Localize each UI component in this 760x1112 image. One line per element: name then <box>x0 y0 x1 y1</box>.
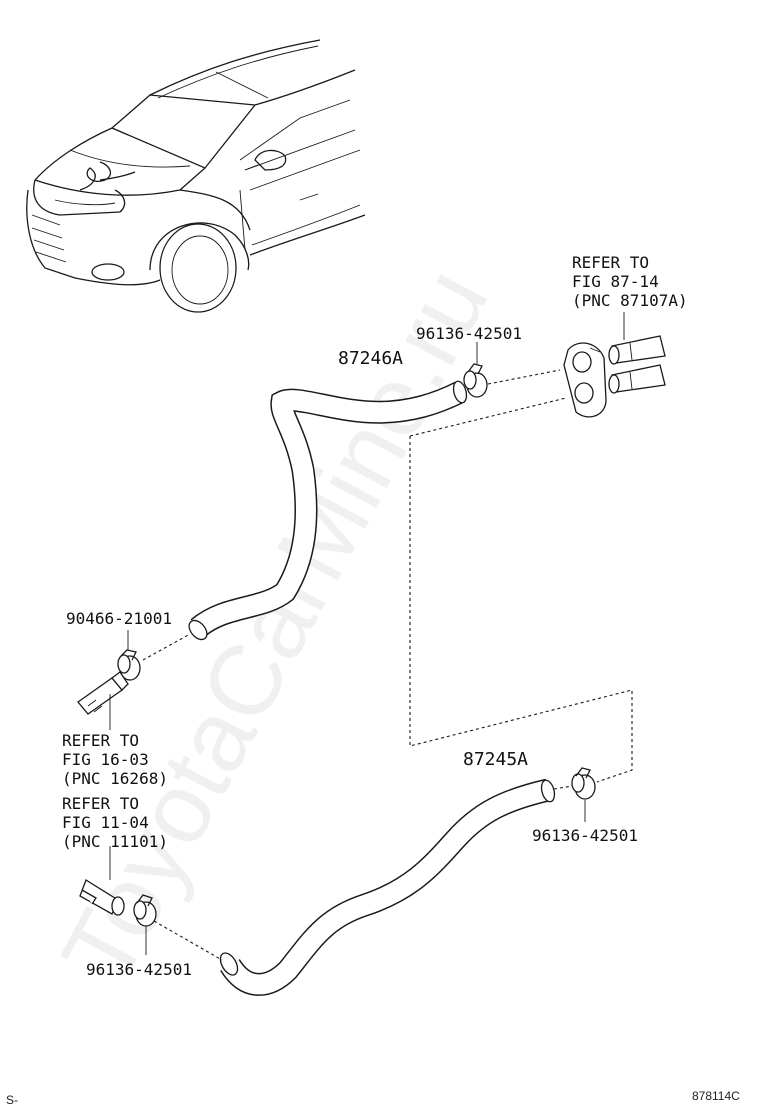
washer-nozzle-tubes <box>608 312 666 394</box>
label-clamp-right: 96136-42501 <box>532 826 638 845</box>
label-clip-left: 90466-21001 <box>66 609 172 628</box>
ref-11-line-3: (PNC 11101) <box>62 832 168 851</box>
ref-16-line-1: REFER TO <box>62 731 139 750</box>
footer-left-code: S- <box>6 1093 18 1107</box>
dashed-guides <box>142 369 633 961</box>
ref-fig-16-03: REFER TO FIG 16-03 (PNC 16268) <box>62 731 168 788</box>
hose-clamp-top <box>463 342 488 398</box>
ref-87-line-2: FIG 87-14 <box>572 272 659 291</box>
hose-clip-left <box>117 630 141 681</box>
label-clamp-bottom: 96136-42501 <box>86 960 192 979</box>
ref-16-line-3: (PNC 16268) <box>62 769 168 788</box>
label-hose-87245a: 87245A <box>463 749 528 770</box>
ref-16-line-2: FIG 16-03 <box>62 750 149 769</box>
ref-fig-87-14: REFER TO FIG 87-14 (PNC 87107A) <box>572 253 688 310</box>
ref-11-line-1: REFER TO <box>62 794 139 813</box>
label-clamp-top: 96136-42501 <box>416 324 522 343</box>
label-hose-87246a: 87246A <box>338 348 403 369</box>
pipe-connector-fig11 <box>79 846 125 916</box>
hose-87246a <box>188 380 468 641</box>
pipe-connector-fig16 <box>77 671 129 730</box>
hose-clamp-bottom <box>133 894 157 955</box>
hose-clamp-right <box>571 767 596 822</box>
hose-87245a <box>219 778 556 996</box>
grommet <box>563 342 607 418</box>
car-illustration <box>26 39 366 313</box>
ref-fig-11-04: REFER TO FIG 11-04 (PNC 11101) <box>62 794 168 851</box>
ref-87-line-3: (PNC 87107A) <box>572 291 688 310</box>
illustration-number: 878114C <box>692 1089 740 1103</box>
ref-11-line-2: FIG 11-04 <box>62 813 149 832</box>
ref-87-line-1: REFER TO <box>572 253 649 272</box>
